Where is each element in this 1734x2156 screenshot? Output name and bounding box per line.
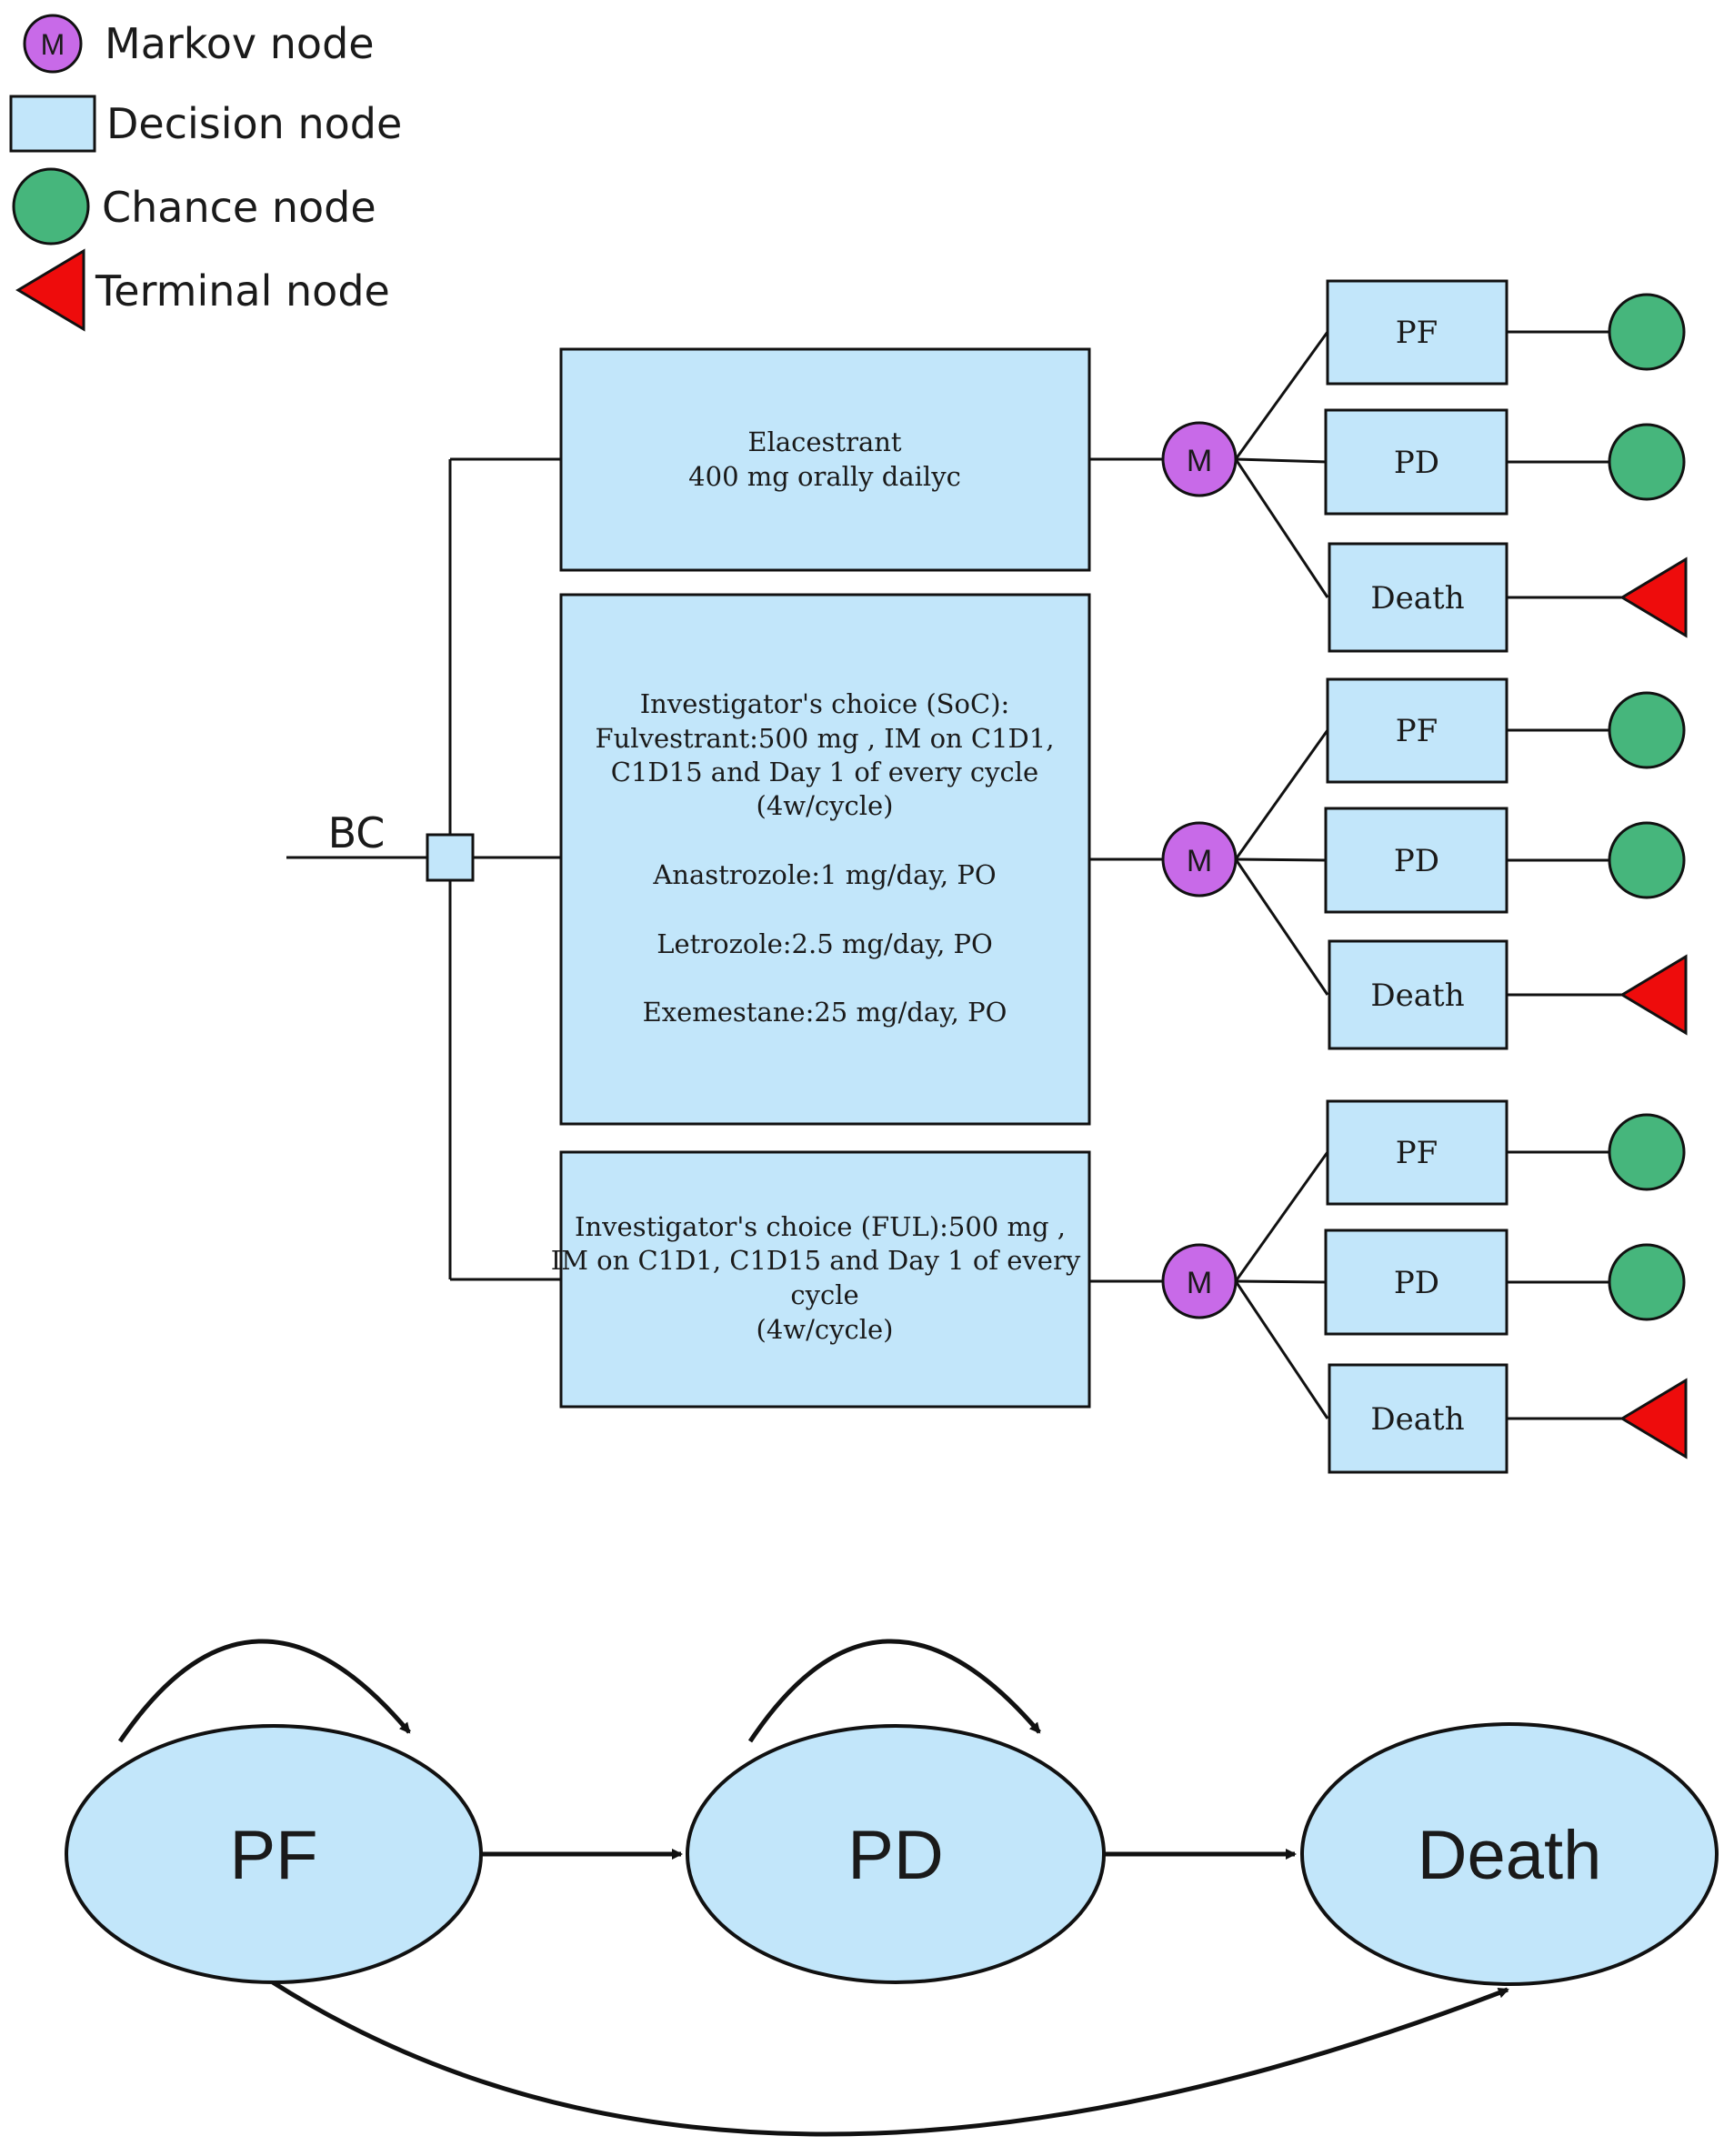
terminal-node-icon <box>15 248 85 332</box>
state-label-pd: PD <box>847 1817 944 1894</box>
strategy-investigator-soc: Investigator's choice (SoC): Fulvestrant… <box>559 593 1688 1126</box>
markov-node-letter: M <box>1187 844 1212 878</box>
branch-to-death <box>1234 458 1329 598</box>
legend-item-decision: Decision node <box>9 95 402 153</box>
branch-to-pf <box>1234 729 1329 860</box>
strategy-line: Investigator's choice (SoC): <box>640 688 1010 719</box>
strategy-line: IM on C1D1, C1D15 and Day 1 of every <box>551 1245 1081 1276</box>
legend-item-terminal: Terminal node <box>15 248 390 332</box>
strategy-line: Investigator's choice (FUL):500 mg , <box>575 1211 1066 1242</box>
strategy-box <box>559 593 1091 1126</box>
decision-node-icon <box>9 95 96 153</box>
chance-node <box>1608 1113 1686 1191</box>
branch-to-pd <box>1235 857 1328 862</box>
markov-state-diagram: PF PD Death <box>65 1639 1719 2137</box>
outcome-label: PD <box>1394 1265 1439 1301</box>
outcome-label: Death <box>1370 978 1464 1014</box>
legend-label-markov: Markov node <box>105 19 375 68</box>
strategy-line: Fulvestrant:500 mg , IM on C1D1, <box>596 723 1055 754</box>
chance-node <box>1608 821 1686 899</box>
strategy-line: Elacestrant <box>747 426 902 457</box>
legend-label-chance: Chance node <box>102 183 376 232</box>
outcome-label: Death <box>1370 1401 1464 1438</box>
outcome-label: PF <box>1396 315 1438 351</box>
outcome-label: PD <box>1394 843 1439 879</box>
legend-item-chance: Chance node <box>12 167 376 246</box>
strategy-line: 400 mg orally dailyc <box>688 461 961 492</box>
terminal-node <box>1619 954 1688 1036</box>
strategy-elacestrant: Elacestrant 400 mg orally dailyc M PF PD… <box>559 279 1688 653</box>
branch-to-death <box>1234 858 1329 996</box>
legend: M Markov node Decision node Chance node … <box>9 14 402 332</box>
terminal-node <box>1619 557 1688 638</box>
strategy-box <box>559 347 1091 572</box>
outcome-box-death <box>1328 542 1508 653</box>
legend-label-terminal: Terminal node <box>95 266 390 316</box>
chance-node <box>1608 691 1686 769</box>
branch-to-pf <box>1234 1151 1329 1282</box>
strategy-box <box>559 1150 1091 1409</box>
legend-item-markov: M Markov node <box>23 14 375 74</box>
markov-node <box>1161 1243 1238 1319</box>
markov-node-icon-letter: M <box>41 28 65 61</box>
terminal-node <box>1619 1378 1688 1459</box>
outcome-label: PF <box>1396 1135 1438 1171</box>
branch-to-pd <box>1235 1279 1328 1284</box>
branch-to-death <box>1234 1280 1329 1419</box>
outcome-box-death <box>1328 939 1508 1050</box>
chance-node <box>1608 293 1686 371</box>
markov-node-letter: M <box>1187 1266 1212 1300</box>
chance-node-icon <box>12 167 90 246</box>
markov-node-letter: M <box>1187 444 1212 478</box>
state-death <box>1300 1722 1719 1986</box>
state-label-pf: PF <box>229 1817 317 1894</box>
outcome-box-pd <box>1324 408 1508 516</box>
strategy-investigator-ful: Investigator's choice (FUL):500 mg , IM … <box>551 1099 1688 1474</box>
markov-node <box>1161 821 1238 897</box>
markov-node-icon <box>23 14 83 74</box>
state-label-death: Death <box>1418 1817 1602 1894</box>
outcome-label: PF <box>1396 713 1438 749</box>
outcome-label: PD <box>1394 445 1439 481</box>
strategy-line: Exemestane:25 mg/day, PO <box>643 997 1007 1028</box>
strategy-line: Letrozole:2.5 mg/day, PO <box>657 928 993 959</box>
legend-label-decision: Decision node <box>106 99 402 148</box>
tree-root: BC <box>286 457 561 1281</box>
strategy-line: cycle <box>790 1279 858 1310</box>
strategy-line: Anastrozole:1 mg/day, PO <box>652 859 996 890</box>
arrow-pf-to-death <box>271 1980 1509 2137</box>
outcome-box-pf <box>1326 677 1508 784</box>
markov-node <box>1161 421 1238 497</box>
branch-to-pf <box>1234 331 1329 460</box>
branch-to-pd <box>1235 457 1328 464</box>
outcome-box-death <box>1328 1363 1508 1474</box>
chance-node <box>1608 1243 1686 1321</box>
chance-node <box>1608 423 1686 501</box>
root-label: BC <box>328 808 386 857</box>
self-loop-pf <box>117 1639 411 1743</box>
outcome-label: Death <box>1370 580 1464 617</box>
root-decision-node <box>426 833 475 882</box>
strategy-line: C1D15 and Day 1 of every cycle <box>611 757 1038 787</box>
outcome-box-pd <box>1324 807 1508 914</box>
state-pd <box>686 1724 1106 1984</box>
self-loop-pd <box>747 1639 1041 1743</box>
state-pf <box>65 1724 483 1984</box>
strategy-line: (4w/cycle) <box>757 790 894 821</box>
outcome-box-pf <box>1326 1099 1508 1206</box>
strategy-line: (4w/cycle) <box>757 1314 894 1345</box>
outcome-box-pf <box>1326 279 1508 386</box>
